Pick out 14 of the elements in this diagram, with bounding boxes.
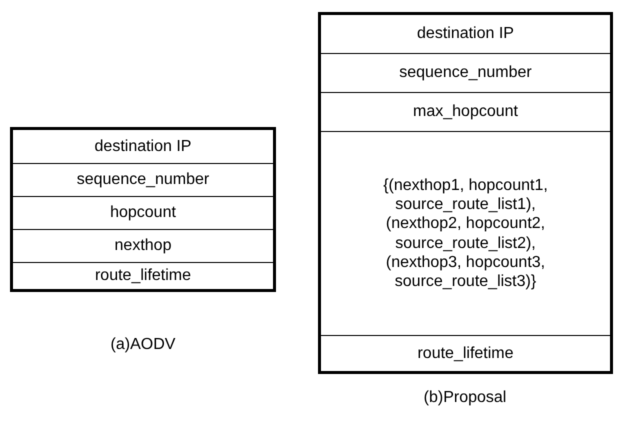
field-name: max_hopcount: [413, 102, 518, 122]
field-name: route_lifetime: [94, 266, 192, 286]
field-name: nexthop: [114, 236, 172, 256]
field-name: hopcount: [110, 203, 176, 223]
field-name: sequence_number: [399, 63, 532, 83]
field-name: destination IP: [417, 24, 514, 44]
field-name: {(nexthop1, hopcount1, source_route_list1), (nexthop2, hopcount2, source_route_list2), (nexthop3, hopcount3, source_route_list3)}: [382, 176, 549, 292]
field-name: destination IP: [94, 136, 192, 156]
table-frame: [10, 127, 276, 292]
table-caption: (b)Proposal: [424, 389, 506, 407]
table-frame: [318, 12, 613, 374]
field-name: route_lifetime: [417, 344, 514, 364]
field-name: sequence_number: [76, 170, 210, 190]
table-caption: (a)AODV: [110, 336, 176, 354]
